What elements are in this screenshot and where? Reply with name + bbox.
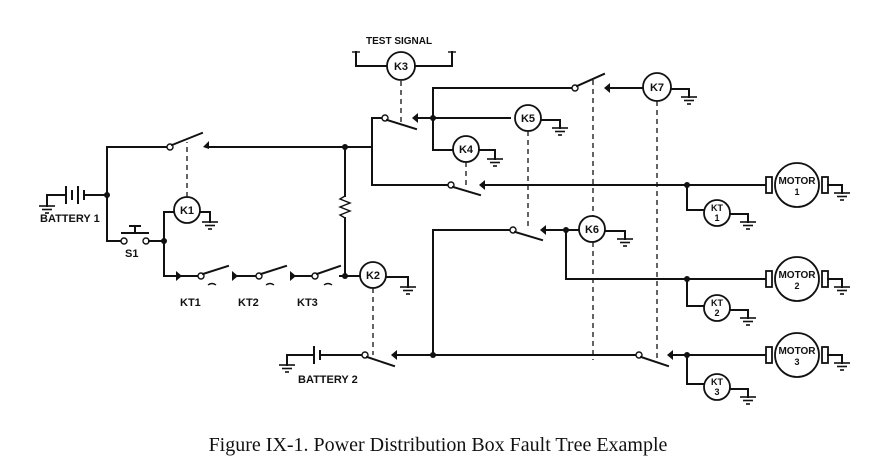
k6-coil: K6: [578, 215, 606, 243]
battery-2-label: BATTERY 2: [298, 374, 358, 386]
k3-coil: K3: [386, 51, 416, 81]
kt1-label: KT1: [180, 297, 201, 309]
svg-text:MOTOR: MOTOR: [778, 176, 816, 187]
svg-text:K1: K1: [180, 205, 194, 217]
svg-text:2: 2: [714, 308, 719, 318]
kt-3-timer: KT 3: [703, 373, 731, 401]
resistor: [338, 146, 352, 277]
svg-text:K3: K3: [394, 61, 408, 73]
motor-3: MOTOR 3: [765, 332, 829, 378]
svg-text:2: 2: [794, 281, 799, 291]
svg-text:1: 1: [714, 213, 719, 223]
s1-label: S1: [125, 248, 138, 260]
s1-pushbutton: S1: [106, 225, 165, 260]
k4-coil: K4: [452, 135, 480, 163]
k1-main-contact: [106, 131, 346, 151]
kt-2-timer: KT 2: [703, 294, 731, 322]
svg-text:KT: KT: [711, 203, 723, 213]
kt-1-timer: KT 1: [703, 199, 731, 227]
battery-1: BATTERY 1: [38, 186, 108, 225]
svg-text:K7: K7: [650, 82, 664, 94]
figure-caption: Figure IX-1. Power Distribution Box Faul…: [209, 434, 668, 456]
svg-text:K4: K4: [459, 144, 474, 156]
svg-text:MOTOR: MOTOR: [778, 346, 816, 357]
svg-text:MOTOR: MOTOR: [778, 270, 816, 281]
svg-text:3: 3: [794, 357, 799, 367]
svg-text:K2: K2: [366, 270, 380, 282]
k5-coil: K5: [514, 104, 542, 132]
svg-text:1: 1: [794, 187, 799, 197]
motor-2: MOTOR 2: [765, 256, 829, 302]
battery-1-label: BATTERY 1: [40, 213, 100, 225]
svg-text:K5: K5: [521, 113, 535, 125]
kt-series-contacts: KT1 KT2 KT3: [163, 264, 361, 309]
kt2-label: KT2: [238, 297, 259, 309]
svg-text:K6: K6: [585, 224, 599, 236]
kt3-label: KT3: [297, 297, 318, 309]
svg-text:KT: KT: [711, 298, 723, 308]
svg-text:KT: KT: [711, 377, 723, 387]
k7-coil: K7: [642, 72, 672, 102]
battery-2: BATTERY 2: [278, 346, 363, 386]
svg-text:3: 3: [714, 387, 719, 397]
test-signal-label: TEST SIGNAL: [366, 36, 432, 47]
motor-1: MOTOR 1: [765, 162, 829, 208]
k2-coil: K2: [359, 261, 387, 289]
k1-coil: K1: [173, 196, 201, 224]
